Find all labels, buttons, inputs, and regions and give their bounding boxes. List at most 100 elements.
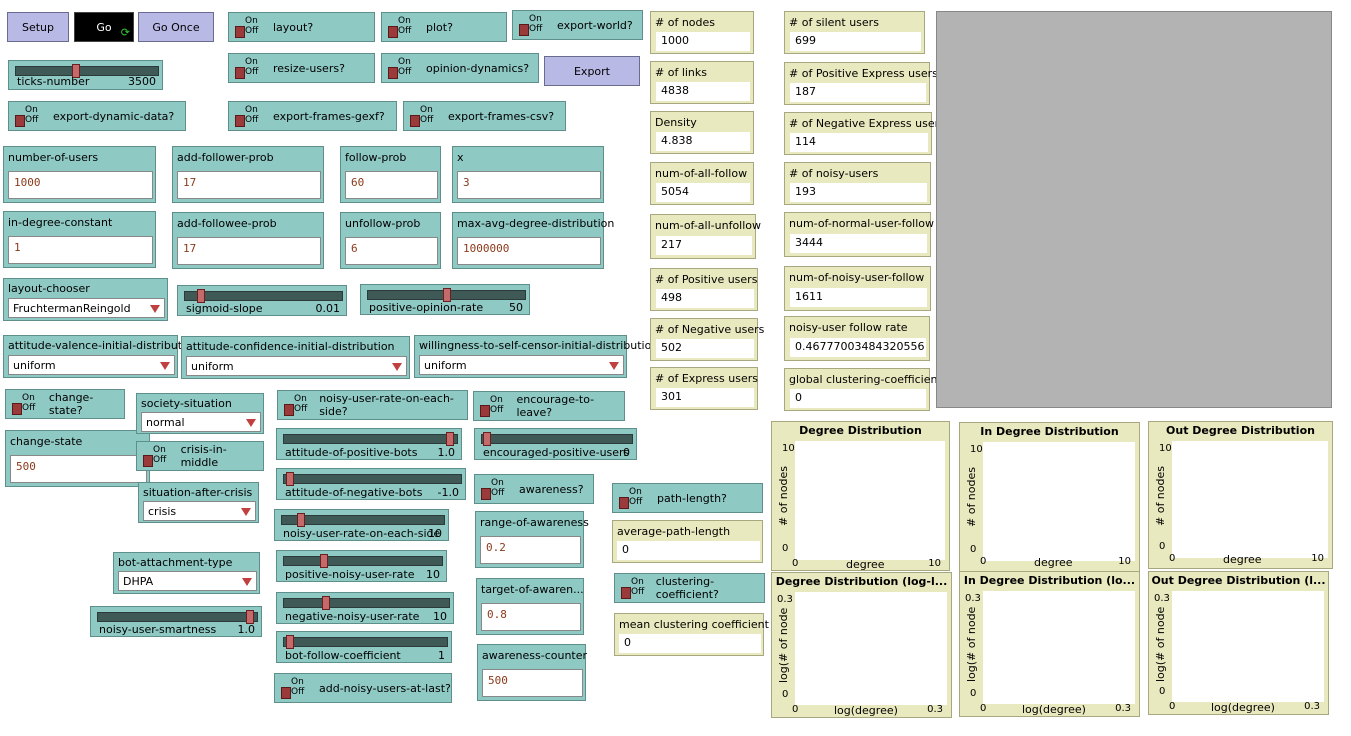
input-value[interactable]: 500 [10,455,147,483]
slider-track [281,513,445,527]
ticks-number-slider[interactable]: ticks-number 3500 [8,60,163,90]
x-max-tick: 0.3 [1304,701,1320,712]
monitor-value: 0 [617,541,760,560]
slider-knob[interactable] [286,635,294,649]
chooser-value[interactable]: uniform [8,355,175,375]
positive-opinion-rate-slider[interactable]: positive-opinion-rate 50 [360,284,530,315]
slider-value: 10 [433,610,447,623]
positive-noisy-user-rate-slider[interactable]: positive-noisy-user-rate 10 [276,550,447,582]
chooser-value[interactable]: uniform [186,356,407,376]
slider-knob[interactable] [197,289,205,303]
input-value[interactable]: 17 [177,171,321,199]
slider-knob[interactable] [320,554,328,568]
monitor-label: Density [655,116,697,129]
chooser-value[interactable]: DHPA [118,571,257,591]
willingness-chooser[interactable]: willingness-to-self-censor-initial-distr… [414,335,658,378]
go-button[interactable]: Go⟳ [74,12,134,42]
slider-knob[interactable] [246,610,254,624]
input-value[interactable]: 0.2 [480,536,581,564]
sigmoid-slope-slider[interactable]: sigmoid-slope 0.01 [177,285,347,316]
input-value[interactable]: 1000 [8,171,153,199]
slider-knob[interactable] [72,64,80,78]
noisy-user-smartness-slider[interactable]: noisy-user-smartness 1.0 [90,606,262,637]
chooser-value[interactable]: normal [141,412,261,432]
world-view[interactable] [936,11,1332,408]
chooser-label: attitude-valence-initial-distribution [8,339,199,352]
input-value[interactable]: 6 [345,237,438,265]
attitude-confidence-chooser[interactable]: attitude-confidence-initial-distribution… [181,336,410,379]
input-value[interactable]: 17 [177,237,321,265]
target-of-awareness-input[interactable]: target-of-awaren...0.8 [476,578,584,635]
monitor-label: # of Positive Express users [789,67,938,80]
input-value[interactable]: 3 [457,171,601,199]
input-value[interactable]: 1000000 [457,237,601,265]
input-label: add-followee-prob [177,217,277,230]
switch-label: add-noisy-users-at-last? [319,681,451,695]
attitude-valence-chooser[interactable]: attitude-valence-initial-distribution uni… [3,335,199,378]
noisy-user-rate-on-each-side-slider[interactable]: noisy-user-rate-on-each-side 10 [274,509,449,541]
input-value[interactable]: 1 [8,236,153,264]
slider-name: encouraged-positive-users [483,446,630,459]
export-button[interactable]: Export [544,56,640,86]
chooser-label: attitude-confidence-initial-distribution [186,340,395,353]
input-label: max-avg-degree-distribution [457,217,615,230]
plot-title: Degree Distribution [799,424,922,437]
input-value[interactable]: 60 [345,171,438,199]
setup-button[interactable]: Setup [7,12,69,42]
switch-label: export-world? [557,18,633,32]
chooser-value[interactable]: uniform [419,355,624,375]
slider-knob[interactable] [443,288,451,302]
attitude-of-negative-bots-slider[interactable]: attitude-of-negative-bots -1.0 [276,468,466,500]
input-value[interactable]: 500 [482,669,583,697]
slider-knob[interactable] [446,432,454,446]
slider-value: 1 [438,649,445,662]
plot-area [983,591,1135,704]
encouraged-positive-users-slider[interactable]: encouraged-positive-users 0 [474,428,637,460]
chooser-value[interactable]: crisis [143,501,256,521]
slider-knob[interactable] [483,432,491,446]
negative-noisy-user-rate-slider[interactable]: negative-noisy-user-rate 10 [276,592,454,624]
slider-knob[interactable] [322,596,330,610]
bot-follow-coefficient-slider[interactable]: bot-follow-coefficient 1 [276,631,452,663]
chooser-value[interactable]: FruchtermanReingold [8,298,165,318]
max-avg-degree-distribution-input[interactable]: max-avg-degree-distribution 1000000 [452,212,614,269]
input-value[interactable]: 0.8 [481,603,581,631]
attitude-of-positive-bots-slider[interactable]: attitude-of-positive-bots 1.0 [276,428,462,460]
go-once-button[interactable]: Go Once [138,12,214,42]
slider-knob[interactable] [286,472,294,486]
slider-knob[interactable] [297,513,305,527]
add-followee-prob-input[interactable]: add-followee-prob 17 [172,212,324,269]
